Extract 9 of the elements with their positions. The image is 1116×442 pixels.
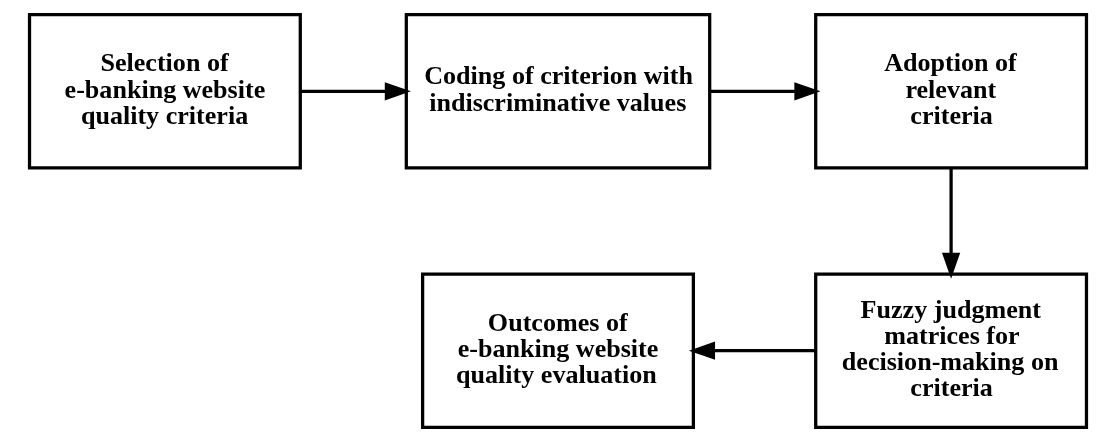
arrow	[941, 168, 961, 279]
arrow	[300, 82, 411, 101]
arrow	[710, 82, 821, 101]
node-box: Adoption of relevant criteria	[814, 13, 1089, 170]
node-box: Selection of e-banking website quality criteria	[27, 13, 302, 170]
node-box: Coding of criterion with indiscriminative values	[404, 13, 712, 170]
node-box: Outcomes of e-banking website quality evaluation	[421, 272, 695, 429]
arrow	[688, 341, 816, 360]
node-box: Fuzzy judgment matrices for decision-making on criteria	[814, 272, 1089, 429]
